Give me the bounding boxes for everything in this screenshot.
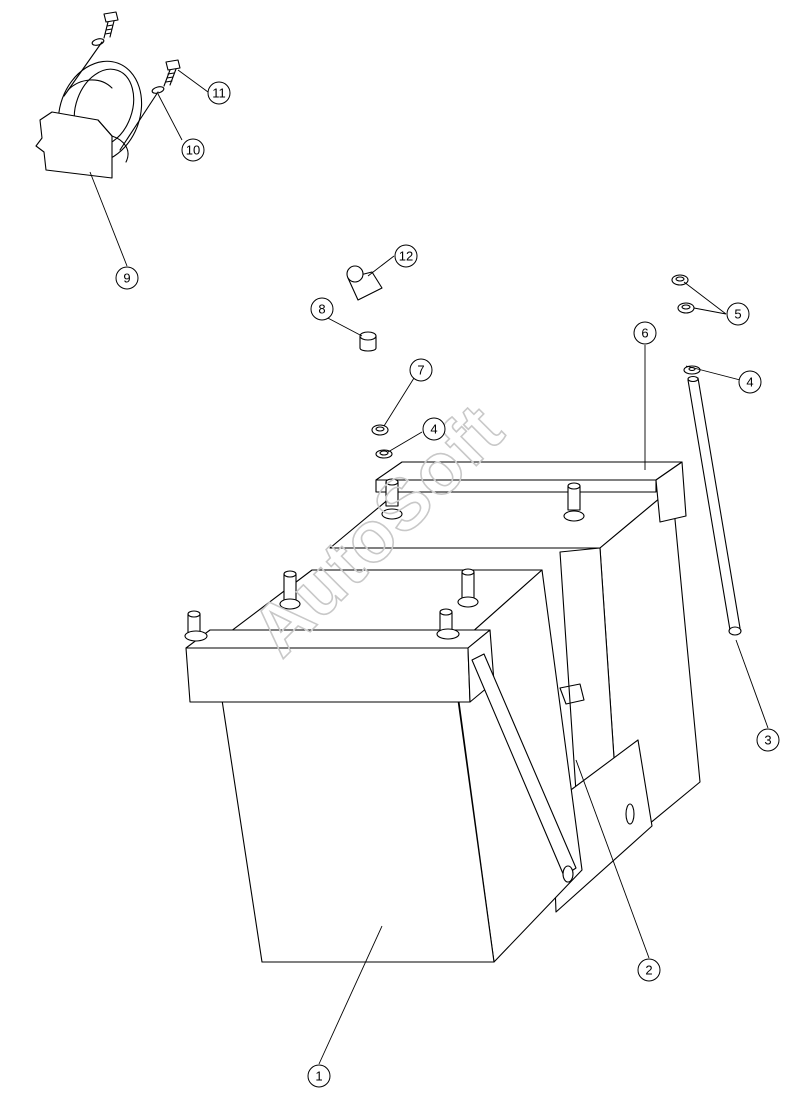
callout-3: 3 <box>756 728 780 752</box>
callout-2: 2 <box>637 958 661 982</box>
callout-6: 6 <box>633 321 657 345</box>
part-3-tie-rod <box>687 375 742 636</box>
callout-4-right: 4 <box>738 370 762 394</box>
svg-text:10: 10 <box>186 143 200 158</box>
part-8-sleeve <box>359 331 377 352</box>
svg-text:5: 5 <box>734 307 741 322</box>
part-7-nut <box>371 424 389 436</box>
rear-terminals <box>381 478 585 522</box>
svg-text:7: 7 <box>417 363 424 378</box>
svg-text:8: 8 <box>318 302 325 317</box>
svg-text:9: 9 <box>123 271 130 286</box>
part-12-bracket <box>346 265 383 301</box>
svg-text:6: 6 <box>641 326 648 341</box>
svg-text:1: 1 <box>315 1069 322 1084</box>
callout-11: 11 <box>207 81 231 105</box>
front-terminals <box>184 568 479 642</box>
callout-10: 10 <box>181 138 205 162</box>
svg-text:3: 3 <box>764 733 771 748</box>
callout-12: 12 <box>394 244 418 268</box>
callout-7: 7 <box>409 358 433 382</box>
part-11-screws <box>103 11 181 87</box>
svg-text:12: 12 <box>399 249 413 264</box>
callout-1: 1 <box>307 1064 331 1088</box>
part-9-connector <box>35 60 143 179</box>
callout-8: 8 <box>310 297 334 321</box>
part-6-hold-down-bar <box>375 461 687 523</box>
part-1-front-battery <box>185 569 583 963</box>
part-5-nuts <box>671 274 695 314</box>
callout-4-left: 4 <box>422 417 446 441</box>
svg-text:4: 4 <box>430 422 437 437</box>
callout-9: 9 <box>115 266 139 290</box>
leader-lines <box>89 69 769 1065</box>
svg-text:2: 2 <box>645 963 652 978</box>
svg-text:11: 11 <box>212 86 226 101</box>
svg-text:4: 4 <box>746 375 753 390</box>
callout-5: 5 <box>726 302 750 326</box>
